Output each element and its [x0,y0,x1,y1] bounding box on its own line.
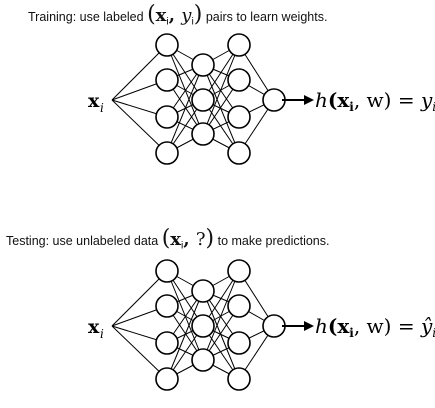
training-output-expression: h(xi, w) = yi [315,88,435,114]
testing-neuron-layer1-node1 [155,259,179,283]
testing-neuron-layer2-node1 [191,279,215,303]
testing-output-y-sub: i [432,326,435,340]
testing-edge [166,290,204,380]
training-output-arrowhead [304,95,314,105]
testing-network-diagram: x i h(xi, w) = ŷi [88,259,435,391]
testing-input-edge [111,325,168,380]
training-neuron-layer3-node2 [227,68,251,92]
training-edge [166,64,204,154]
training-output-h: h [315,88,328,112]
training-output-args: (x [328,88,350,112]
training-input-edge [111,99,168,154]
testing-nodes [155,259,286,391]
training-edge [202,44,240,135]
testing-input-label: x [88,316,100,338]
training-output-w: , w) = [354,88,421,112]
testing-caption-pre: Testing: use unlabeled data [6,234,159,248]
training-input-edge [111,44,168,101]
training-caption-sub2: i [191,16,194,28]
training-network-diagram: x i h(xi, w) = yi [88,33,435,165]
training-neuron-layer1-node4 [155,141,179,165]
training-input-sub: i [100,101,104,115]
testing-input-edge [111,270,168,327]
testing-output-args-sub: i [349,326,354,340]
training-caption-x: x [155,5,167,26]
training-caption-sub: i [166,16,169,28]
training-neuron-layer2-node3 [191,122,215,146]
testing-input-sub: i [100,327,104,341]
training-neuron-layer2-node2 [191,88,215,112]
testing-output-expression: h(xi, w) = ŷi [315,314,435,340]
testing-output-arrowhead [304,321,314,331]
training-caption-post: pairs to learn weights. [205,10,328,24]
testing-caption-x: x [170,229,182,250]
training-neuron-layer3-node4 [227,141,251,165]
testing-neuron-layer1-node3 [155,331,179,355]
testing-neuron-layer4-node1 [262,314,286,338]
testing-neuron-layer3-node3 [227,331,251,355]
training-output-args-sub: i [349,100,354,114]
testing-neuron-layer3-node4 [227,367,251,391]
training-neuron-layer3-node1 [227,33,251,57]
training-input-label: x [88,90,100,112]
testing-neuron-layer1-node2 [155,294,179,318]
testing-neuron-layer3-node1 [227,259,251,283]
comma: , [168,5,182,26]
paren-open: ( [147,2,156,27]
training-neuron-layer2-node1 [191,53,215,77]
testing-caption-post: to make predictions. [217,234,330,248]
testing-output-args: (x [328,314,350,338]
testing-caption: Testing: use unlabeled data (xi, ?) to m… [6,226,329,252]
testing-output-h: h [315,314,328,338]
testing-output-y: ŷ [420,314,433,338]
testing-caption-sub: i [181,240,184,252]
testing-neuron-layer2-node3 [191,348,215,372]
training-neuron-layer4-node1 [262,88,286,112]
training-neuron-layer1-node3 [155,105,179,129]
paren-close: ) [193,2,203,27]
testing-edge [202,270,240,361]
training-neuron-layer1-node2 [155,68,179,92]
training-caption: Training: use labeled (xi, yi) pairs to … [28,2,327,28]
training-nodes [155,33,286,165]
training-neuron-layer1-node1 [155,33,179,57]
comma: , [183,229,196,250]
training-output-y-sub: i [432,100,435,114]
testing-caption-q: ? [195,229,206,250]
training-neuron-layer3-node3 [227,105,251,129]
testing-neuron-layer1-node4 [155,367,179,391]
training-caption-pre: Training: use labeled [28,10,144,24]
paren-open: ( [161,226,171,251]
testing-neuron-layer2-node2 [191,314,215,338]
testing-output-w: , w) = [354,314,421,338]
training-caption-y: y [181,5,192,26]
training-output-y: y [420,88,433,112]
paren-close: ) [205,226,215,251]
testing-neuron-layer3-node2 [227,294,251,318]
